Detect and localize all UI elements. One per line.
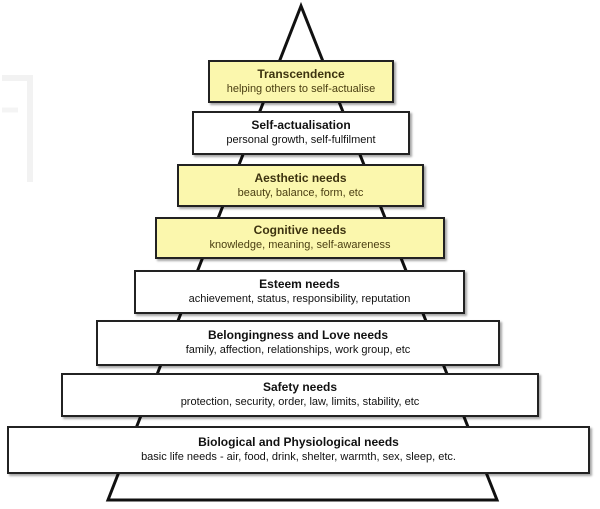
level-safety-needs: Safety needs protection, security, order… [61, 373, 539, 417]
level-description: achievement, status, responsibility, rep… [188, 293, 411, 305]
level-title: Self-actualisation [251, 118, 351, 132]
level-description: helping others to self-actualise [226, 82, 376, 95]
level-aesthetic-needs: Aesthetic needs beauty, balance, form, e… [177, 164, 424, 207]
level-title: Belongingness and Love needs [207, 328, 389, 342]
level-title: Safety needs [262, 380, 338, 394]
level-description: beauty, balance, form, etc [237, 186, 364, 199]
level-description: basic life needs - air, food, drink, she… [141, 451, 456, 463]
level-description: protection, security, order, law, limits… [180, 396, 420, 408]
level-esteem-needs: Esteem needs achievement, status, respon… [134, 270, 465, 314]
level-transcendence: Transcendence helping others to self-act… [208, 60, 394, 103]
level-title: Esteem needs [259, 277, 340, 291]
level-biological-and-physiological-needs: Biological and Physiological needs basic… [7, 426, 590, 474]
level-title: Aesthetic needs [254, 170, 347, 185]
level-title: Biological and Physiological needs [198, 435, 399, 449]
level-title: Cognitive needs [253, 223, 347, 237]
level-self-actualisation: Self-actualisation personal growth, self… [192, 111, 410, 155]
level-belongingness-and-love-needs: Belongingness and Love needs family, aff… [96, 320, 500, 366]
level-description: personal growth, self-fulfilment [226, 134, 376, 146]
level-cognitive-needs: Cognitive needs knowledge, meaning, self… [155, 217, 445, 259]
faint-background-mark [2, 75, 33, 182]
level-description: family, affection, relationships, work g… [185, 344, 411, 356]
level-description: knowledge, meaning, self-awareness [209, 239, 391, 251]
level-title: Transcendence [257, 66, 345, 81]
